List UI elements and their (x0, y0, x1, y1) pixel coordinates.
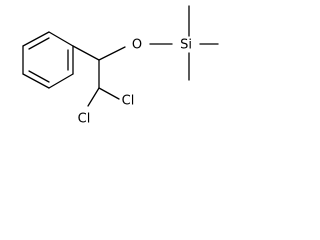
bond-chcl2-to-cl-right (98, 87, 120, 100)
chlorine-bottom-label: Cl (78, 112, 91, 127)
chlorine-right-label: Cl (122, 94, 135, 109)
ring-bond-5 (22, 73, 50, 89)
ring-double-bond-1 (28, 37, 50, 50)
silicon-label: Si (180, 38, 192, 53)
ring-bond-4 (48, 73, 74, 89)
structure-diagram: O Si Cl Cl (22, 5, 219, 127)
ring-bond-1 (22, 31, 50, 47)
ring-bond-2 (48, 31, 74, 47)
bond-chcl2-to-cl-bottom (87, 87, 100, 107)
atom-labels: O Si Cl Cl (78, 38, 192, 127)
phenyl-ring (22, 31, 74, 89)
chain-bonds (72, 5, 219, 107)
bond-ch-to-o (98, 46, 126, 61)
bond-ring-to-ch (72, 45, 100, 61)
ring-double-bond-3 (28, 70, 50, 83)
oxygen-label: O (132, 38, 142, 53)
